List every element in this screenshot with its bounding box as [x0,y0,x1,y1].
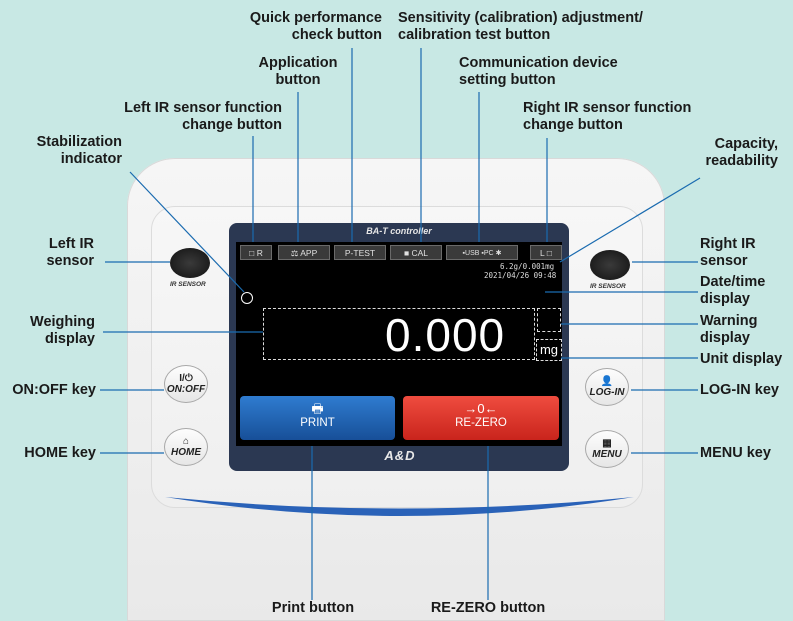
callout-sensitivity: Sensitivity (calibration) adjustment/cal… [398,10,643,43]
callout-menu: MENU key [700,445,771,461]
left-ir-tab-label: R [256,248,263,258]
ptest-tab-label: P-TEST [344,248,376,258]
user-lock-icon: 👤 [600,376,614,387]
datetime-readout: 2021/04/26 09:48 [484,271,557,280]
square-icon: □ [546,248,552,258]
left-ir-sensor [170,248,210,278]
print-label: PRINT [300,417,335,429]
usb-icon: ▪ [462,250,466,257]
cal-tab-label: CAL [411,248,429,258]
callout-home: HOME key [24,445,96,461]
rezero-icon: →0← [464,401,498,416]
grid-icon: ▦ [602,438,612,449]
menu-key-label: MENU [592,449,622,460]
home-key[interactable]: ⌂ HOME [164,428,208,466]
pc-icon: ▪ [481,250,484,257]
stabilization-indicator [241,292,253,304]
left-ir-sensor-label: IR SENSOR [170,281,206,288]
app-tab-label: APP [300,248,318,258]
callout-unit: Unit display [700,351,783,367]
power-icon: I/⏻ [179,373,193,384]
callout-capacity: Capacity,readability [705,136,778,169]
capacity-readout: 6.2g/0.001mg [500,262,555,271]
rezero-button[interactable]: →0← RE-ZERO [403,396,559,440]
screen-title: BA-T controller [366,226,432,236]
pc-tab-label: PC [483,250,494,257]
weight-value: 0.000 [385,309,506,361]
callout-rezero: RE-ZERO button [430,600,546,616]
usb-tab-label: USB [465,250,480,257]
login-key[interactable]: 👤 LOG-IN [585,368,629,406]
weight-icon: ■ [403,248,412,258]
printer-icon: 🖶 [311,401,324,416]
bluetooth-icon: ✱ [495,250,502,257]
onoff-key[interactable]: I/⏻ ON:OFF [164,365,208,403]
communication-setting-button[interactable]: ▪USB ▪PC ✱ [446,245,518,260]
callout-login: LOG-IN key [700,382,779,398]
print-button[interactable]: 🖶 PRINT [240,396,395,440]
home-icon: ⌂ [182,436,190,447]
quick-performance-check-button[interactable]: P-TEST [334,245,386,260]
app-icon: ⚖ [290,248,301,258]
home-key-label: HOME [171,447,201,458]
warning-display [537,308,561,332]
right-ir-sensor-label: IR SENSOR [590,283,626,290]
right-ir-tab-label: L [540,248,545,258]
callout-onoff: ON:OFF key [12,382,96,398]
application-button[interactable]: ⚖ APP [278,245,330,260]
left-ir-function-button[interactable]: □ R [240,245,272,260]
calibration-button[interactable]: ■ CAL [390,245,442,260]
onoff-key-label: ON:OFF [166,384,206,395]
right-ir-sensor [590,250,630,280]
unit-display: mg [536,339,562,361]
login-key-label: LOG-IN [589,387,625,398]
callout-print: Print button [271,600,355,616]
brand-logo: A&D [384,448,416,463]
weighing-display [263,308,535,360]
square-icon: □ [249,248,255,258]
menu-key[interactable]: ▦ MENU [585,430,629,468]
rezero-label: RE-ZERO [455,417,507,429]
right-ir-function-button[interactable]: L □ [530,245,562,260]
